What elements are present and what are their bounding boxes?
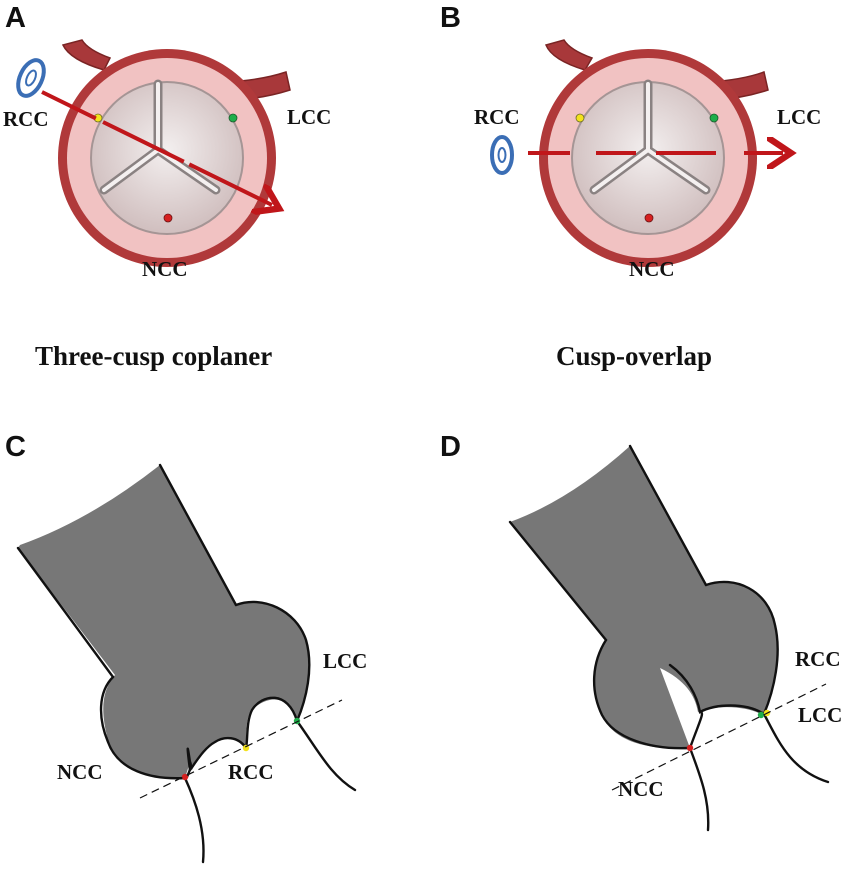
aortic-root-silhouette [510, 446, 778, 749]
lcc-leaflet-curve [762, 712, 830, 784]
panel-b-letter: B [440, 2, 461, 34]
right-coronary-artery [544, 39, 594, 71]
lcc-dot [709, 113, 719, 123]
ncc-dot [686, 744, 694, 752]
lcc-dot [757, 711, 765, 719]
aortic-root-silhouette [18, 465, 310, 778]
panel-b-rcc-label: RCC [474, 105, 520, 129]
annular-plane-line [139, 699, 343, 799]
panel-a-rcc-label: RCC [3, 107, 49, 131]
annular-plane-line [611, 683, 827, 791]
lcc-dot [228, 113, 238, 123]
rcc-dot [575, 113, 585, 123]
ncc-dot [181, 773, 189, 781]
ncc-dot [644, 213, 654, 223]
panel-d: D RCC LCC NCC [440, 431, 842, 832]
panel-a-letter: A [5, 2, 26, 34]
panel-b-caption: Cusp-overlap [556, 341, 712, 371]
panel-c-ncc-label: NCC [57, 760, 103, 784]
right-coronary-artery [61, 39, 112, 71]
panel-b-ncc-label: NCC [629, 257, 675, 281]
panel-b-lcc-label: LCC [777, 105, 821, 129]
ncc-leaflet-curve [688, 746, 710, 832]
panel-b: B RCC LCC NCC Cusp-overlap [440, 2, 821, 371]
projection-ring-icon [490, 135, 514, 175]
ncc-dot [163, 213, 173, 223]
panel-a: A RCC LCC NCC T [3, 2, 331, 371]
panel-c-lcc-label: LCC [323, 649, 367, 673]
panel-d-lcc-label: LCC [798, 703, 842, 727]
ncc-leaflet-curve [183, 776, 205, 864]
panel-d-ncc-label: NCC [618, 777, 664, 801]
lcc-leaflet-curve [295, 719, 357, 792]
panel-c-rcc-label: RCC [228, 760, 274, 784]
panel-c: C LCC RCC NCC [5, 431, 367, 864]
panel-a-lcc-label: LCC [287, 105, 331, 129]
view-direction-arrow [41, 90, 272, 205]
panel-c-letter: C [5, 431, 26, 463]
panel-a-ncc-label: NCC [142, 257, 188, 281]
projection-ring-icon [16, 58, 46, 98]
panel-d-rcc-label: RCC [795, 647, 841, 671]
panel-a-caption: Three-cusp coplaner [35, 341, 272, 371]
panel-d-letter: D [440, 431, 461, 463]
